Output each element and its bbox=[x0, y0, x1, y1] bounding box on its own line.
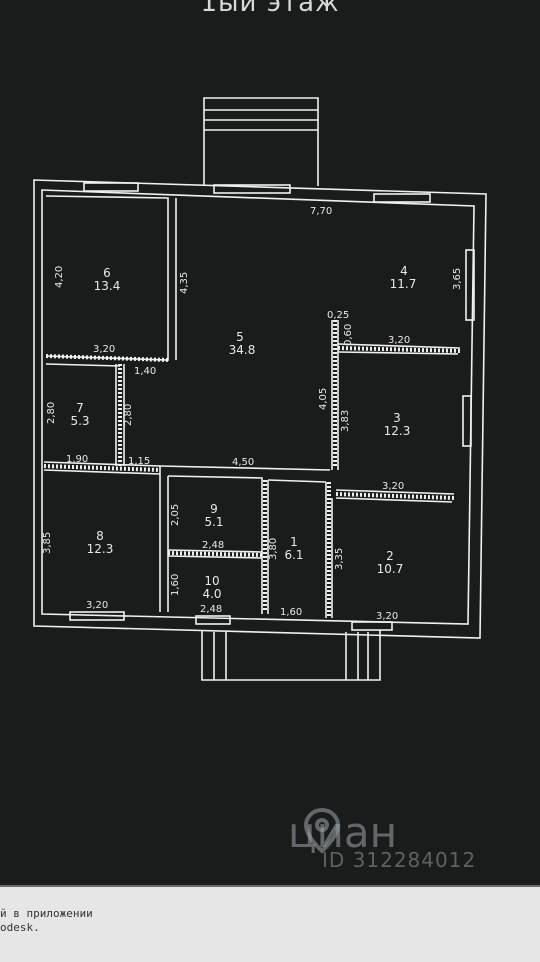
wall-room9 bbox=[167, 475, 263, 614]
location-pin-icon bbox=[303, 807, 341, 854]
room-8-area: 12.3 bbox=[87, 542, 114, 556]
dim-room7-width: 1,90 bbox=[66, 454, 88, 465]
room-9-number: 9 bbox=[210, 502, 218, 516]
dim-top-width: 7,70 bbox=[310, 206, 332, 217]
watermark-brand: циан bbox=[288, 808, 398, 857]
room-9-area: 5.1 bbox=[204, 515, 223, 529]
watermark-id: ID 312284012 bbox=[322, 848, 477, 872]
dim-room8-width: 3,20 bbox=[86, 600, 108, 611]
room-7-number: 7 bbox=[76, 401, 84, 415]
room-10-number: 10 bbox=[204, 574, 219, 588]
dim-room4-width: 3,20 bbox=[388, 335, 410, 346]
room-5-number: 5 bbox=[236, 330, 244, 344]
dim-room2-height: 3,35 bbox=[334, 548, 345, 570]
room-6-area: 13.4 bbox=[94, 279, 121, 293]
porch-top bbox=[203, 97, 319, 186]
command-bar: й в приложении odesk. bbox=[0, 885, 540, 962]
drawing-title: 1ый этаж bbox=[200, 0, 340, 18]
dim-room6-height: 4,20 bbox=[54, 266, 65, 288]
dim-room10-height: 1,60 bbox=[170, 574, 181, 596]
dim-room1-width: 1,60 bbox=[280, 607, 302, 618]
room-3-number: 3 bbox=[393, 411, 401, 425]
room-2-area: 10.7 bbox=[377, 562, 404, 576]
room-4-number: 4 bbox=[400, 264, 408, 278]
room-2-number: 2 bbox=[386, 549, 394, 563]
dim-room4-height: 3,65 bbox=[452, 268, 463, 290]
dim-room7-height-left: 2,80 bbox=[46, 402, 57, 424]
command-line-1: й в приложении bbox=[0, 907, 93, 920]
dim-060: 0,60 bbox=[343, 324, 354, 346]
dim-140: 1,40 bbox=[134, 366, 156, 377]
dim-room8-height: 3,85 bbox=[42, 532, 53, 554]
porch-bottom bbox=[201, 630, 381, 681]
outer-wall-outer bbox=[33, 179, 487, 639]
room-8-number: 8 bbox=[96, 529, 104, 543]
dim-room3-height: 3,83 bbox=[340, 410, 351, 432]
dim-room9-width: 2,48 bbox=[202, 540, 224, 551]
room-3-area: 12.3 bbox=[384, 424, 411, 438]
dim-room6-width: 3,20 bbox=[93, 344, 115, 355]
room-6-number: 6 bbox=[103, 266, 111, 280]
dim-115: 1,15 bbox=[128, 456, 150, 467]
dim-room2-width: 3,20 bbox=[376, 611, 398, 622]
dim-room3-width: 3,20 bbox=[382, 481, 404, 492]
dim-hall-width: 4,50 bbox=[232, 457, 254, 468]
room-10-area: 4.0 bbox=[202, 587, 221, 601]
dim-room5-left-height: 4,35 bbox=[179, 272, 190, 294]
dim-room9-height: 2,05 bbox=[170, 504, 181, 526]
dim-025: 0,25 bbox=[327, 310, 349, 321]
dim-room5-right-height: 4,05 bbox=[318, 388, 329, 410]
room-7-area: 5.3 bbox=[70, 414, 89, 428]
dim-room7-height-right: 2,80 bbox=[123, 404, 134, 426]
dim-room1-height: 3,80 bbox=[268, 538, 279, 560]
dim-room10-width: 2,48 bbox=[200, 604, 222, 615]
room-5-area: 34.8 bbox=[229, 343, 256, 357]
command-line-2: odesk. bbox=[0, 921, 40, 934]
outer-wall-inner bbox=[41, 189, 475, 625]
room-1-number: 1 bbox=[290, 535, 298, 549]
room-4-area: 11.7 bbox=[390, 277, 417, 291]
room-1-area: 6.1 bbox=[284, 548, 303, 562]
